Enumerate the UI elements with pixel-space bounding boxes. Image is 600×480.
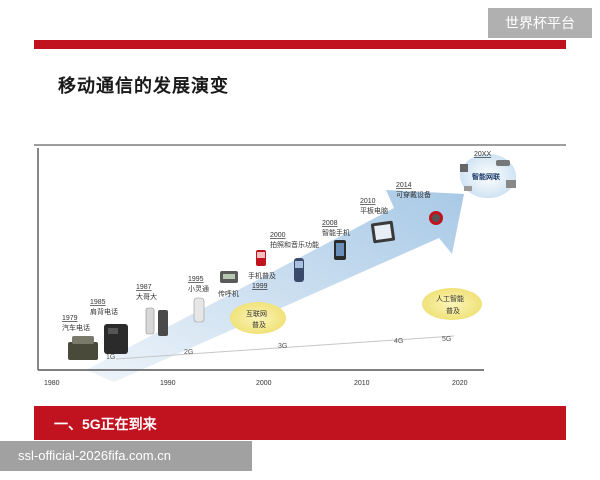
slide-top-bar	[34, 40, 566, 49]
ai-bubble	[422, 288, 482, 320]
milestone-1999-label: 手机普及	[248, 271, 276, 280]
ai-bubble-line2: 普及	[446, 306, 460, 315]
milestone-2000-year: 2000	[270, 232, 286, 239]
slide: 移动通信的发展演变 1G 2G 3G 4G 5G	[34, 40, 566, 440]
milestone-1999-year: 1999	[252, 283, 268, 290]
year-label-1980: 1980	[44, 380, 60, 387]
milestone-20xx-year: 20XX	[474, 151, 491, 158]
footer-title: 一、5G正在到来	[54, 416, 157, 432]
milestone-1979-year: 1979	[62, 315, 78, 322]
ai-bubble-line1: 人工智能	[436, 294, 464, 303]
year-label-1990: 1990	[160, 380, 176, 387]
milestone-1987-year: 1987	[136, 284, 152, 291]
milestone-1979-label: 汽车电话	[62, 323, 90, 332]
generation-label-1g: 1G	[106, 354, 115, 361]
milestone-2014-label: 可穿戴设备	[396, 190, 431, 199]
generation-line	[115, 335, 455, 360]
pager-icon	[220, 271, 238, 283]
tablet-icon	[370, 220, 396, 244]
internet-bubble-line1: 互联网	[246, 309, 267, 318]
milestone-2008-label: 智能手机	[322, 228, 350, 237]
flip-phone-icon	[256, 250, 266, 266]
footer-bar: 一、5G正在到来	[34, 406, 566, 440]
growth-arrow	[86, 190, 464, 382]
generation-label-3g: 3G	[278, 343, 287, 350]
candybar-phone-icon	[294, 258, 304, 282]
milestone-2010-label: 平板电脑	[360, 206, 388, 215]
car-phone-icon	[68, 336, 98, 360]
internet-bubble-line2: 普及	[252, 320, 266, 329]
generation-label-5g: 5G	[442, 336, 451, 343]
watermark-top: 世界杯平台	[488, 8, 592, 38]
year-label-2020: 2020	[452, 380, 468, 387]
smartwatch-icon	[429, 211, 443, 225]
slide-title: 移动通信的发展演变	[58, 76, 229, 96]
smartphone-icon	[334, 240, 346, 260]
year-label-2010: 2010	[354, 380, 370, 387]
milestone-1987-label: 大哥大	[136, 292, 157, 301]
connected-devices-icon	[460, 164, 516, 191]
title-divider	[34, 144, 566, 146]
shoulder-phone-icon	[104, 324, 128, 354]
milestone-1985-label: 肩背电话	[90, 307, 118, 316]
timeline-diagram: 1G 2G 3G 4G 5G 1980 1990 2000 2010 2020 …	[37, 148, 516, 387]
milestone-2000-label: 拍照和音乐功能	[270, 240, 319, 249]
milestone-20xx-label: 智能网联	[472, 172, 501, 181]
phs-phone-icon	[193, 297, 205, 323]
milestone-1995-year: 1995	[188, 276, 204, 283]
milestone-2010-year: 2010	[360, 198, 376, 205]
year-label-2000: 2000	[256, 380, 272, 387]
milestone-2008-year: 2008	[322, 220, 338, 227]
watermark-bottom: ssl-official-2026fifa.com.cn	[0, 441, 252, 471]
brick-phone-icon	[145, 307, 168, 336]
milestone-pager-label: 传呼机	[218, 289, 239, 298]
generation-label-4g: 4G	[394, 338, 403, 345]
milestone-1985-year: 1985	[90, 299, 106, 306]
milestone-2014-year: 2014	[396, 182, 412, 189]
internet-bubble	[230, 302, 286, 334]
milestone-1995-label: 小灵通	[188, 284, 209, 293]
generation-label-2g: 2G	[184, 349, 193, 356]
connected-car-icon	[496, 160, 510, 166]
